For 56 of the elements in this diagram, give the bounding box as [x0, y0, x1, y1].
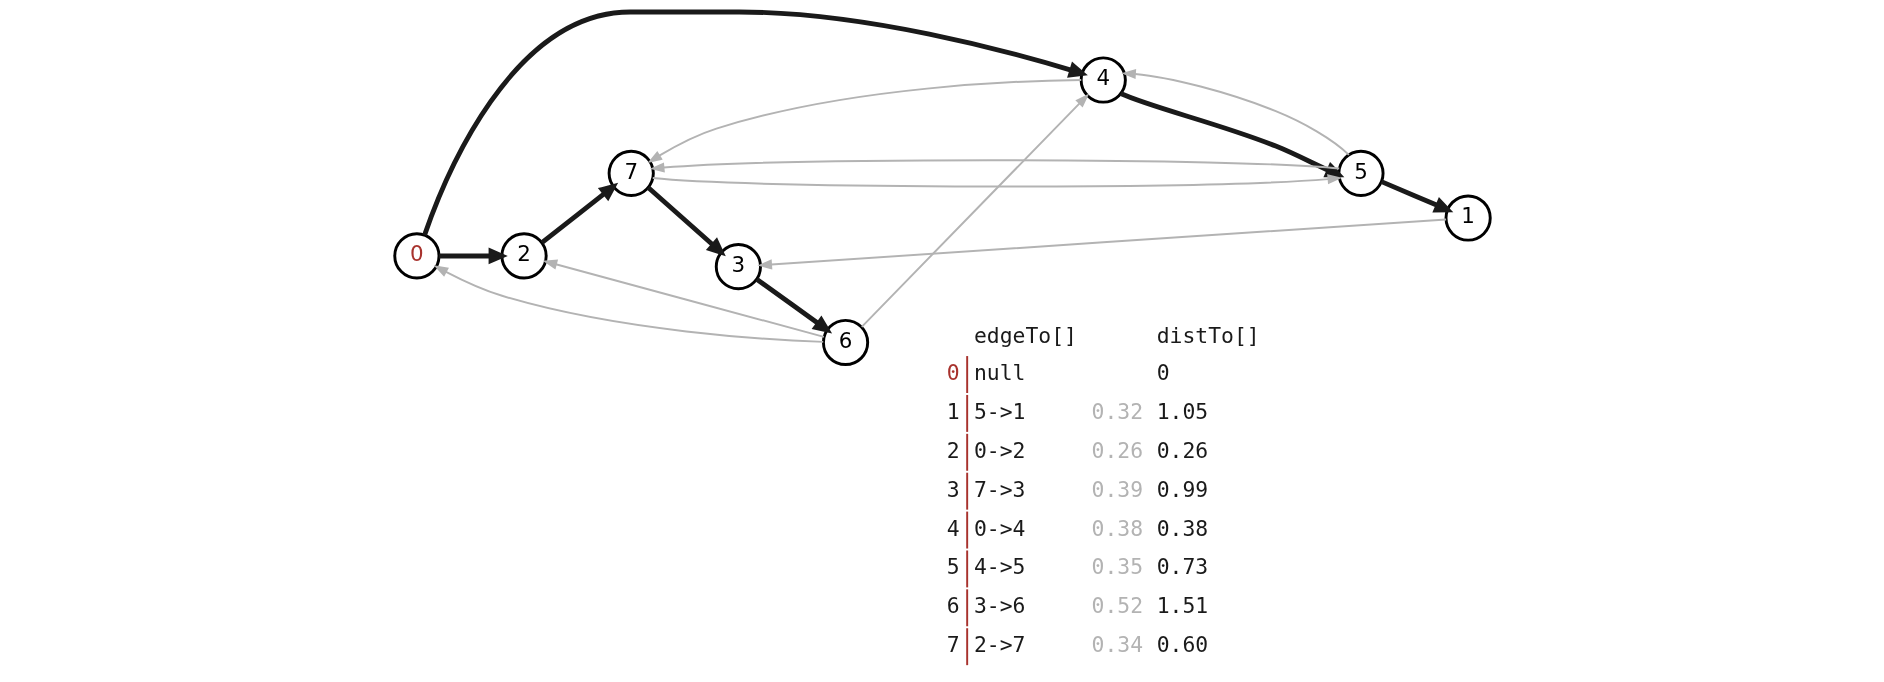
node-circle: 0 — [392, 232, 440, 280]
node-circle: 7 — [607, 149, 655, 197]
arrow — [756, 218, 1447, 270]
label: 0.99 — [1156, 476, 1208, 502]
label: distTo[] — [1156, 323, 1260, 349]
label: 3 — [946, 476, 960, 502]
arrow — [646, 185, 726, 257]
label: 5 — [946, 554, 960, 580]
label: null — [973, 359, 1025, 385]
label: 0->4 — [973, 515, 1025, 541]
node-circle: 1 — [1444, 194, 1492, 242]
label: edgeTo[] — [973, 323, 1077, 349]
label: 0.73 — [1156, 554, 1208, 580]
arrow — [651, 174, 1342, 188]
label: 4->5 — [973, 554, 1025, 580]
node-circle: 3 — [714, 243, 762, 291]
arrow — [1119, 91, 1344, 178]
label: 0 — [1156, 359, 1170, 385]
label: 0.38 — [1156, 515, 1208, 541]
label: 3->6 — [973, 593, 1025, 619]
label: 0.34 — [1091, 632, 1143, 658]
arrow — [649, 159, 1340, 173]
label: 0.38 — [1091, 515, 1143, 541]
label: 0.26 — [1091, 437, 1143, 463]
label: 1.51 — [1156, 593, 1208, 619]
node-circle: 5 — [1336, 149, 1385, 197]
arrow — [1380, 179, 1453, 213]
label: 0 — [946, 359, 960, 385]
node-circle: 2 — [499, 232, 548, 280]
label: 5->1 — [973, 398, 1025, 424]
arrow — [542, 259, 825, 338]
arrow — [754, 277, 832, 334]
label: 7 — [946, 632, 960, 658]
label: 0.52 — [1091, 593, 1143, 619]
label: 2 — [946, 437, 960, 463]
label: 1.05 — [1156, 398, 1208, 424]
label: 0.35 — [1091, 554, 1143, 580]
arrow — [860, 93, 1089, 328]
label: 0->2 — [973, 437, 1025, 463]
arrow — [438, 247, 508, 265]
label: 0.60 — [1156, 632, 1208, 658]
label: 7->3 — [973, 476, 1025, 502]
label: 4 — [946, 515, 960, 541]
label: 0.39 — [1091, 476, 1143, 502]
arrow — [421, 9, 1088, 236]
label: 0.26 — [1156, 437, 1208, 463]
node-circle: 4 — [1079, 56, 1127, 104]
label: 0.32 — [1091, 398, 1143, 424]
label: 2->7 — [973, 632, 1025, 658]
arrow — [1120, 68, 1350, 156]
node-circle: 6 — [821, 318, 869, 367]
arrow — [433, 265, 824, 343]
label: 1 — [946, 398, 960, 424]
arrow — [539, 182, 618, 245]
label: 6 — [946, 593, 960, 619]
arrow — [647, 79, 1082, 163]
